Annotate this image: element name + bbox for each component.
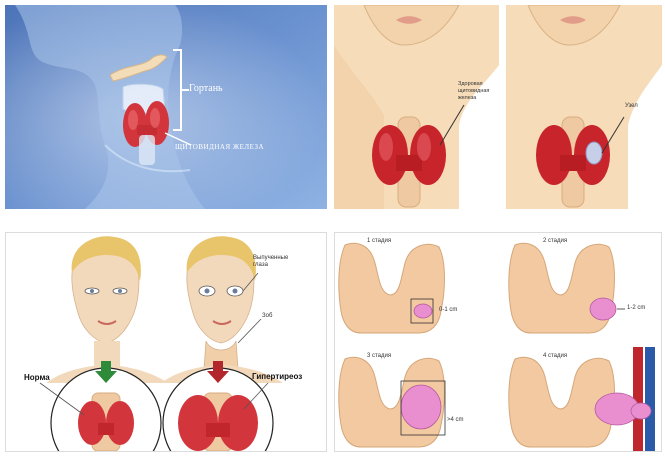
panel-norm-vs-hyperthyroidism: Выпученные глаза Зоб Норма Гипертиреоз (5, 232, 327, 452)
larynx-illustration (5, 5, 327, 209)
label-goiter: Зоб (262, 313, 272, 319)
label-node: Узел (625, 103, 638, 109)
face-normal-icon (46, 236, 168, 383)
stage4-thyroid-icon (509, 347, 655, 451)
size1-label: 0-1 cm (439, 307, 457, 313)
stage4-label: 4 стадия (543, 353, 567, 359)
label-hyperthyroidism: Гипертиреоз (252, 372, 302, 381)
panel-stages: 1 стадия 2 стадия 3 стадия 4 стадия 0-1 … (334, 232, 662, 452)
stage1-thyroid-icon (339, 243, 445, 333)
panel-healthy-vs-node: Здоровая щитовидная железа Узел (334, 5, 662, 209)
panel-larynx-thyroid: Гортань щитовидная железа (5, 5, 327, 209)
stages-illustration (335, 233, 661, 451)
stage3-thyroid-icon (339, 357, 445, 447)
label-norm: Норма (24, 373, 50, 382)
size3-label: >4 cm (447, 417, 464, 423)
label-bulging-eyes: Выпученные глаза (253, 255, 297, 269)
label-larynx: Гортань (189, 83, 223, 94)
stage2-thyroid-icon (509, 243, 625, 333)
stage2-label: 2 стадия (543, 238, 567, 244)
label-thyroid: щитовидная железа (175, 143, 264, 151)
label-healthy-thyroid: Здоровая щитовидная железа (458, 81, 498, 102)
healthy-vs-node-illustration (334, 5, 662, 209)
stage1-label: 1 стадия (367, 238, 391, 244)
size2-label: 1-2 cm (627, 305, 645, 311)
stage3-label: 3 стадия (367, 353, 391, 359)
